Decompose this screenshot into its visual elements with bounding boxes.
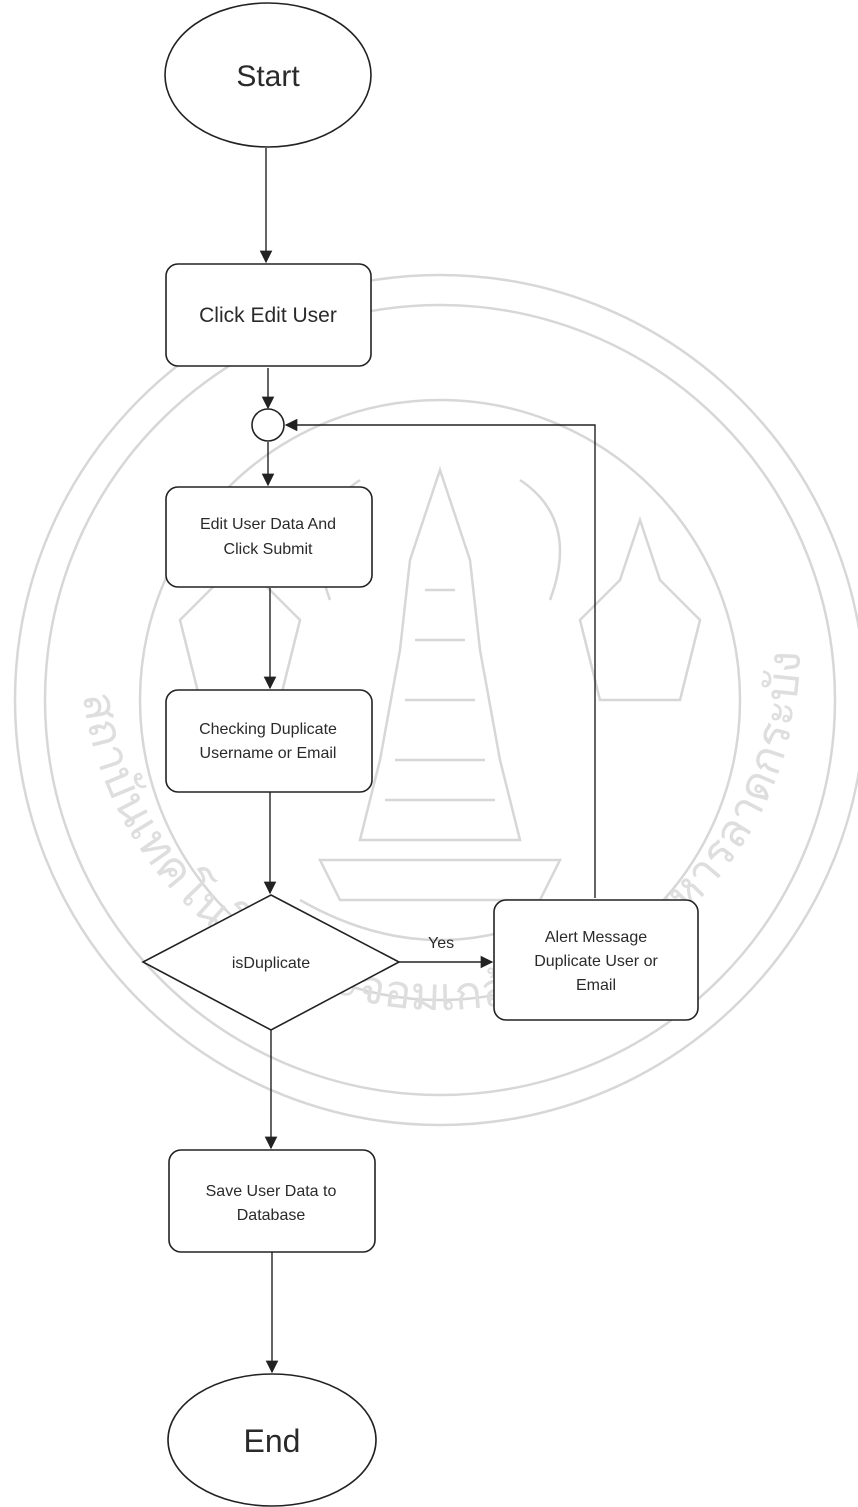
loop-junction (251, 408, 285, 442)
edit-user-data-label-line2: Click Submit (224, 541, 313, 558)
save-user-data-node: Save User Data to Database (168, 1149, 376, 1253)
edge-yes-label: Yes (428, 935, 454, 952)
click-edit-user-node: Click Edit User (165, 263, 372, 367)
checking-duplicate-node: Checking Duplicate Username or Email (165, 689, 373, 793)
alert-message-node: Alert Message Duplicate User or Email (493, 899, 699, 1021)
alert-message-label-line3: Email (576, 977, 616, 994)
start-node: Start (164, 2, 372, 148)
start-label: Start (236, 60, 300, 93)
edit-user-data-label-line1: Edit User Data And (200, 516, 336, 533)
checking-duplicate-label-line1: Checking Duplicate (199, 721, 337, 738)
alert-message-label-line2: Duplicate User or (534, 953, 658, 970)
checking-duplicate-label-line2: Username or Email (200, 745, 337, 762)
watermark-seal: สถาบันเทคโนโลยีพระจอมเกล้าเจ้าคุณทหารลาด… (13, 273, 858, 1127)
end-node: End (167, 1373, 377, 1507)
alert-message-label-line1: Alert Message (545, 929, 647, 946)
edit-user-data-node: Edit User Data And Click Submit (165, 486, 373, 588)
edges: Yes (259, 148, 596, 1374)
edge-alert-loop-back (284, 418, 596, 898)
is-duplicate-decision: isDuplicate (141, 894, 401, 1031)
is-duplicate-label: isDuplicate (232, 955, 310, 972)
end-label: End (244, 1423, 301, 1459)
save-user-data-label-line1: Save User Data to (206, 1183, 337, 1200)
click-edit-user-label: Click Edit User (199, 304, 337, 327)
save-user-data-label-line2: Database (237, 1207, 306, 1224)
